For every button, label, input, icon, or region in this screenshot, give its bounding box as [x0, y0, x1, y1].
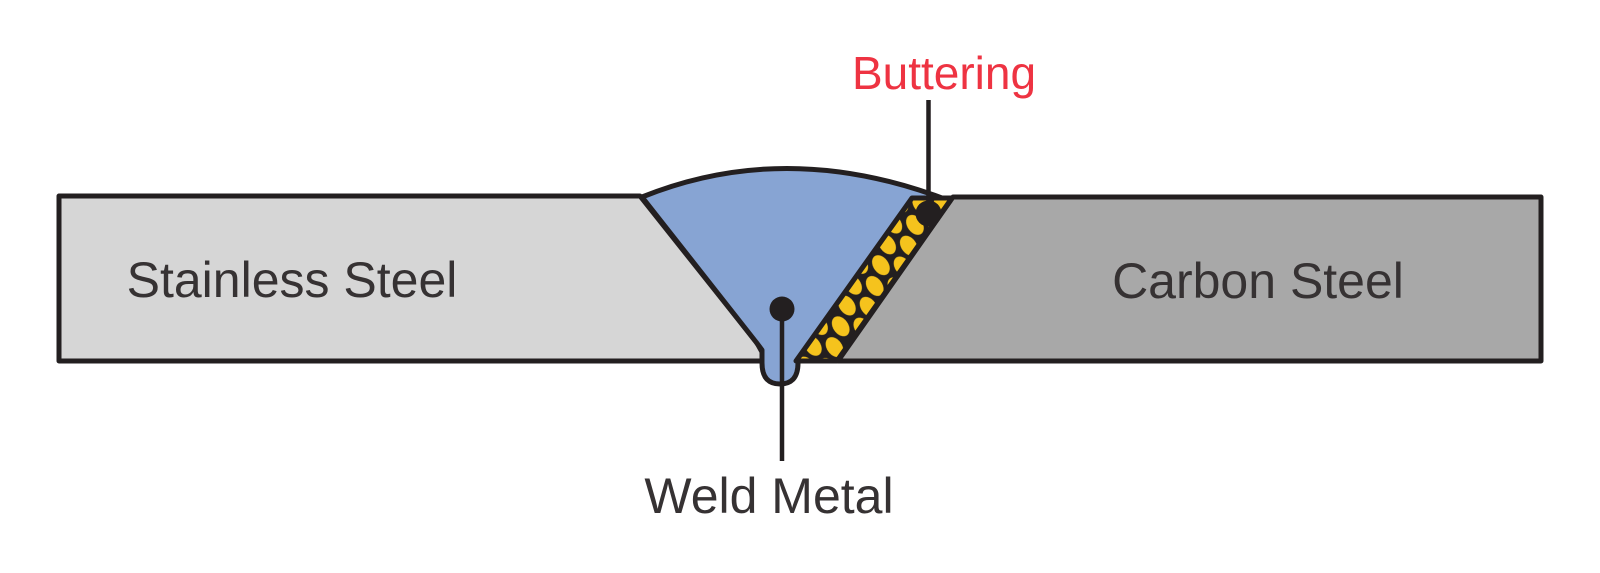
buttering-label: Buttering — [852, 47, 1036, 99]
buttering-layer — [793, 195, 955, 364]
weld-anchor-dot — [769, 296, 795, 322]
weld-metal-label: Weld Metal — [644, 468, 893, 524]
stainless-steel-label: Stainless Steel — [127, 252, 458, 308]
carbon-steel-label: Carbon Steel — [1112, 253, 1404, 309]
buttering-anchor-dot — [915, 200, 942, 227]
